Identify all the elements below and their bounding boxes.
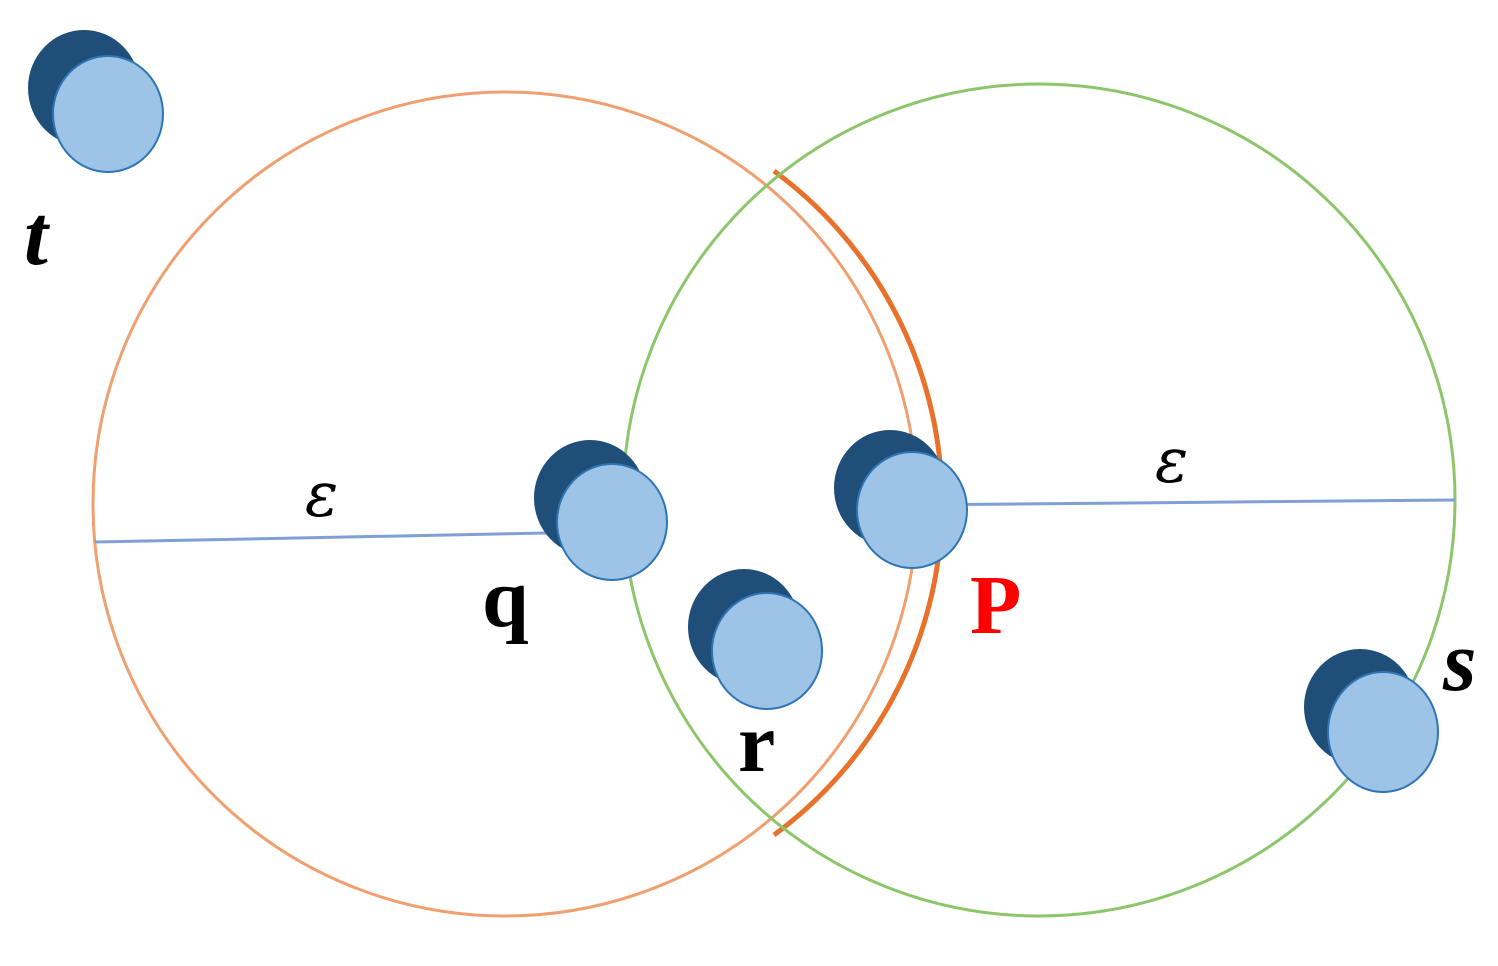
- point-s: [1304, 649, 1439, 793]
- point-t: [28, 30, 164, 173]
- point-label-s: s: [1442, 613, 1476, 709]
- point-label-q: q: [482, 552, 529, 645]
- point-label-t: t: [24, 187, 51, 283]
- point-label-p: P: [970, 559, 1021, 652]
- point-label-r: r: [738, 697, 775, 790]
- epsilon-circle-q: [91, 90, 919, 918]
- point-p: [834, 430, 968, 569]
- radius-line-p: [905, 498, 1456, 507]
- radius-label-q: ε: [305, 458, 338, 531]
- point-q: [534, 440, 668, 581]
- point-r: [688, 569, 823, 710]
- radius-line-q: [94, 530, 599, 544]
- radius-label-p: ε: [1155, 424, 1188, 497]
